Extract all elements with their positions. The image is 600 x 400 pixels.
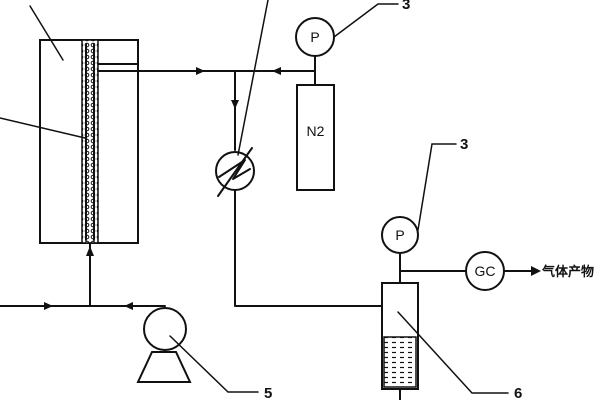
gas-chromatograph-label: GC xyxy=(475,263,496,279)
nitrogen-cylinder xyxy=(296,84,335,191)
gas-collector-assembly: P 3 6 GC 气体产物 xyxy=(381,136,594,400)
circulation-pump: 5 xyxy=(136,307,272,400)
leader-line-membrane xyxy=(0,117,86,139)
callout-collector: 6 xyxy=(514,385,522,400)
flow-arrow-left xyxy=(272,67,281,75)
valve-feed-pipe xyxy=(231,70,239,151)
callout-pump: 5 xyxy=(264,385,272,400)
flow-arrow-gas-out xyxy=(531,266,541,276)
leader-line-gauge-right xyxy=(417,143,457,231)
reactor-cell xyxy=(39,39,139,244)
leader-line-gauge-top xyxy=(333,3,399,38)
leader-line-valve xyxy=(237,0,269,156)
nitrogen-cylinder-label: N2 xyxy=(307,123,325,139)
flow-arrow-right xyxy=(196,67,205,75)
valve-to-collector-pipe xyxy=(234,189,383,307)
flow-arrow-up xyxy=(86,246,94,256)
flow-arrow-pump-return xyxy=(124,302,133,310)
electrode-membrane xyxy=(81,39,99,244)
pump-body xyxy=(143,307,187,351)
pressure-gauge-right xyxy=(381,216,419,254)
flow-arrow-down xyxy=(231,100,239,109)
leader-line-reactor xyxy=(29,5,64,61)
callout-gauge-top: 3 xyxy=(402,0,410,13)
feed-line xyxy=(0,242,166,310)
callout-gauge-right: 3 xyxy=(460,136,468,153)
gas-product-label: 气体产物 xyxy=(542,264,594,280)
outlet-pipe xyxy=(137,67,316,75)
leader-line-collector xyxy=(397,311,509,394)
pump-base xyxy=(136,351,192,383)
collector-liquid xyxy=(383,336,417,388)
flow-arrow-feed xyxy=(44,302,53,310)
nitrogen-supply: P N2 3 xyxy=(295,0,410,191)
pressure-gauge-right-label: P xyxy=(395,227,404,243)
pressure-gauge-top-label: P xyxy=(310,29,319,45)
control-valve xyxy=(215,0,269,197)
leader-line-pump xyxy=(169,335,259,393)
